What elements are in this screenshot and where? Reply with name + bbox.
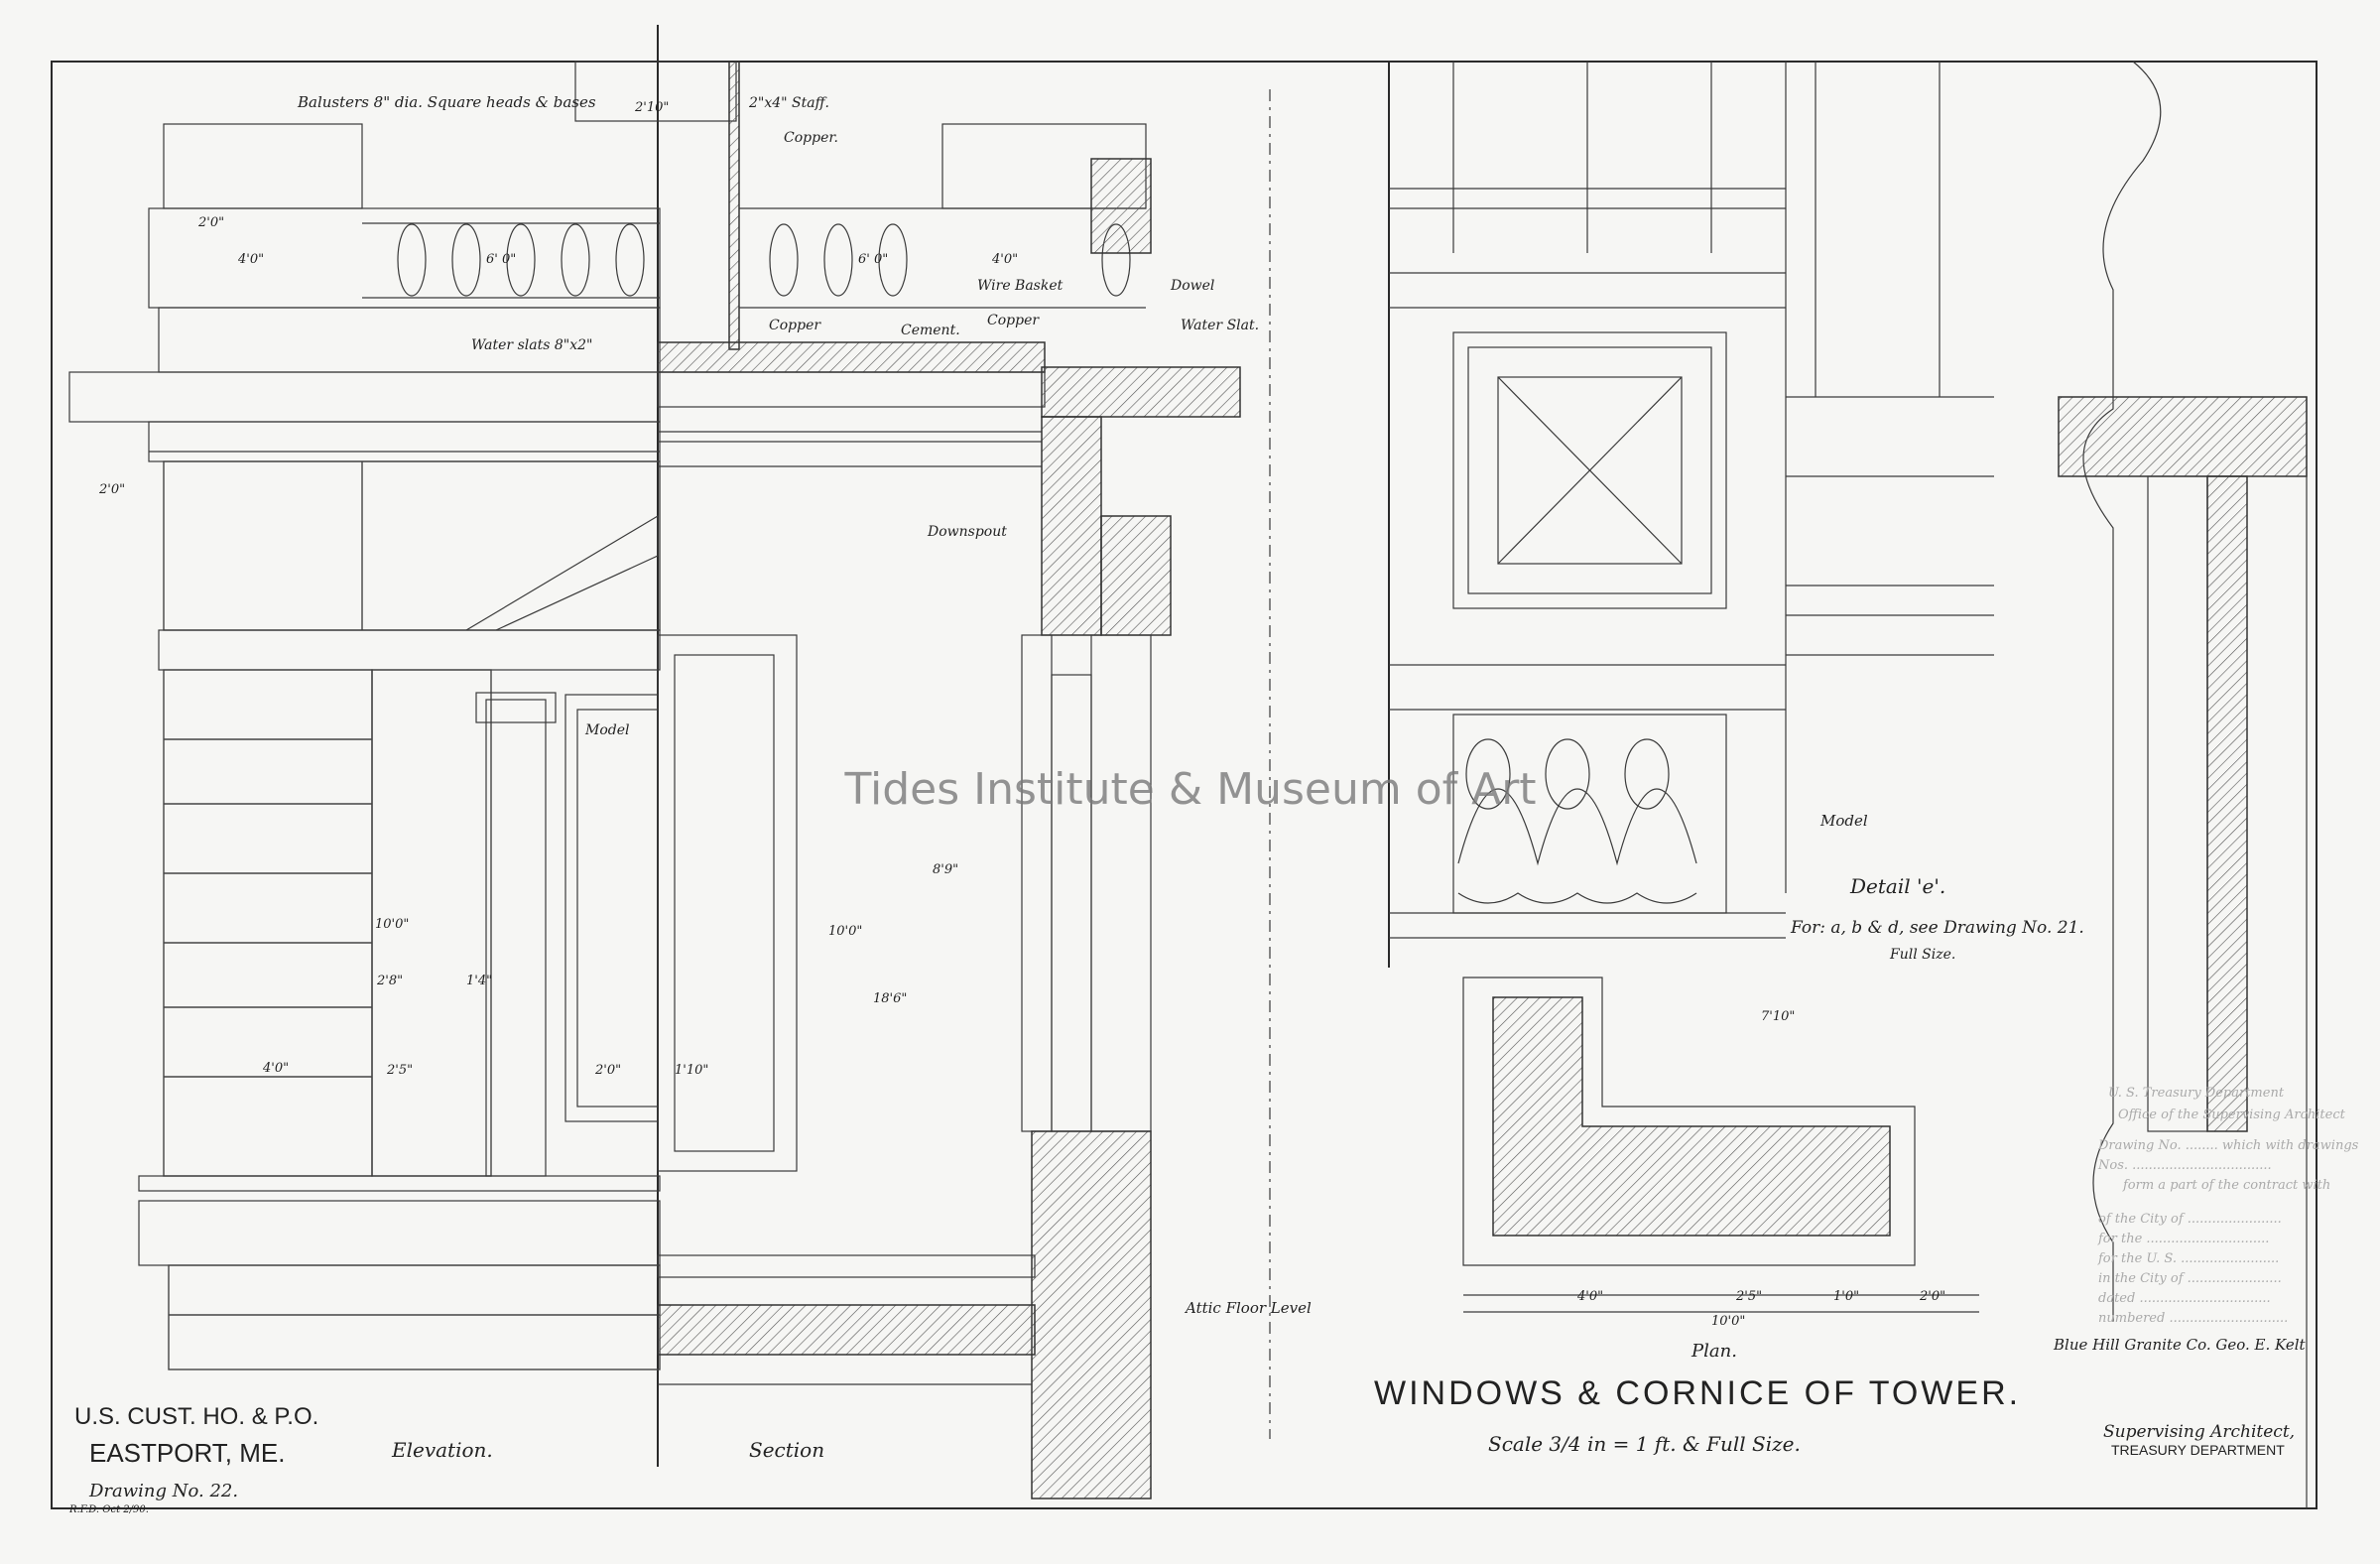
form-line: numbered ............................. xyxy=(2098,1311,2288,1326)
location: EASTPORT, ME. xyxy=(89,1438,285,1468)
dimension-label: 4'0" xyxy=(237,252,264,267)
dimension-label: 2'0" xyxy=(594,1063,621,1078)
dimension-label: 6' 0" xyxy=(486,252,516,267)
dimension-label: 1'0" xyxy=(1833,1289,1859,1304)
dimension-label: 2'5" xyxy=(1735,1289,1762,1304)
watermark: Tides Institute & Museum of Art xyxy=(843,764,1536,815)
dimension-label: 1'10" xyxy=(675,1063,708,1078)
form-line: dated ................................ xyxy=(2098,1291,2271,1306)
sheet-border xyxy=(51,61,2317,1509)
architect-role: Supervising Architect, xyxy=(2103,1422,2295,1442)
elevation-drawing xyxy=(68,123,661,1370)
plan-drawing xyxy=(1462,977,1979,1313)
dowel-note: Dowel xyxy=(1170,278,1214,294)
dimension-label: 7'10" xyxy=(1761,1009,1795,1024)
water-slat-note: Water Slat. xyxy=(1181,318,1259,333)
balusters-note: Balusters 8" dia. Square heads & bases xyxy=(297,93,596,111)
contract-form: U. S. Treasury Department Office of the … xyxy=(2053,1086,2359,1458)
dimension-label: 4'0" xyxy=(262,1061,289,1076)
model-note-detail: Model xyxy=(1819,812,1868,830)
dimension-label: 2'0" xyxy=(98,482,125,497)
attic-floor-note: Attic Floor Level xyxy=(1184,1299,1312,1317)
drafter-initials: R.F.D. Oct 2/90. xyxy=(68,1504,149,1515)
copper-note-top: Copper. xyxy=(784,130,838,146)
scale-note: Scale 3/4 in = 1 ft. & Full Size. xyxy=(1488,1432,1801,1456)
dimension-label: 4'0" xyxy=(1576,1289,1603,1304)
cement-note: Cement. xyxy=(901,323,960,338)
elevation-label: Elevation. xyxy=(391,1438,493,1462)
dimension-label: 10'0" xyxy=(828,924,862,939)
sheet-title: WINDOWS & CORNICE OF TOWER. xyxy=(1374,1374,2021,1412)
form-header: U. S. Treasury Department xyxy=(2108,1086,2285,1101)
full-size-note: Full Size. xyxy=(1889,947,1955,963)
plan-label: Plan. xyxy=(1691,1341,1737,1362)
contractor-signature: Blue Hill Granite Co. Geo. E. Kelt xyxy=(2053,1336,2307,1354)
building-name: U.S. CUST. HO. & P.O. xyxy=(74,1403,318,1430)
dimension-label: 2'8" xyxy=(376,974,403,988)
form-line: Drawing No. ........ which with drawings xyxy=(2097,1138,2359,1153)
section-label: Section xyxy=(749,1438,824,1462)
form-header: Office of the Supervising Architect xyxy=(2118,1108,2346,1122)
department-name: TREASURY DEPARTMENT xyxy=(2111,1442,2285,1458)
dimension-label: 18'6" xyxy=(873,991,907,1006)
full-size-profile xyxy=(2058,61,2308,1508)
dimension-label: 10'0" xyxy=(375,917,409,932)
cornice-detail-drawing xyxy=(1389,62,1994,939)
annotations: Balusters 8" dia. Square heads & bases 2… xyxy=(297,93,2084,1317)
water-slats-note: Water slats 8"x2" xyxy=(471,337,592,353)
copper-note-1: Copper xyxy=(769,318,821,333)
wire-basket-note: Wire Basket xyxy=(977,278,1064,294)
form-line: Nos. .................................. xyxy=(2097,1158,2272,1173)
dimension-label: 2'0" xyxy=(197,215,224,230)
form-line: form a part of the contract with xyxy=(2122,1178,2330,1193)
form-line: for the .............................. xyxy=(2097,1232,2269,1246)
dimension-label: 2'5" xyxy=(386,1063,413,1078)
dimensions: 2'10" 6' 0" 6' 0" 4'0" 2'0" 2'0" 4'0" 10… xyxy=(98,100,1945,1329)
staff-note: 2"x4" Staff. xyxy=(748,95,829,111)
dimension-label: 4'0" xyxy=(991,252,1018,267)
dimension-label: 8'9" xyxy=(933,862,958,877)
detail-e-label: Detail 'e'. xyxy=(1849,874,1945,898)
dimension-label: 1'4" xyxy=(466,974,492,988)
form-line: of the City of ....................... xyxy=(2098,1212,2282,1227)
dimension-label: 6' 0" xyxy=(858,252,888,267)
detail-reference-note: For: a, b & d, see Drawing No. 21. xyxy=(1790,918,2084,938)
copper-note-2: Copper xyxy=(987,313,1040,328)
form-line: in the City of ....................... xyxy=(2098,1271,2282,1286)
section-drawing xyxy=(574,61,1271,1499)
drawing-number: Drawing No. 22. xyxy=(88,1481,238,1501)
dimension-label: 10'0" xyxy=(1711,1314,1745,1329)
dimension-label: 2'10" xyxy=(634,100,669,115)
dimension-label: 2'0" xyxy=(1919,1289,1945,1304)
downspout-note: Downspout xyxy=(927,524,1007,540)
model-note-left: Model xyxy=(584,722,630,738)
form-line: for the U. S. ........................ xyxy=(2097,1251,2279,1266)
